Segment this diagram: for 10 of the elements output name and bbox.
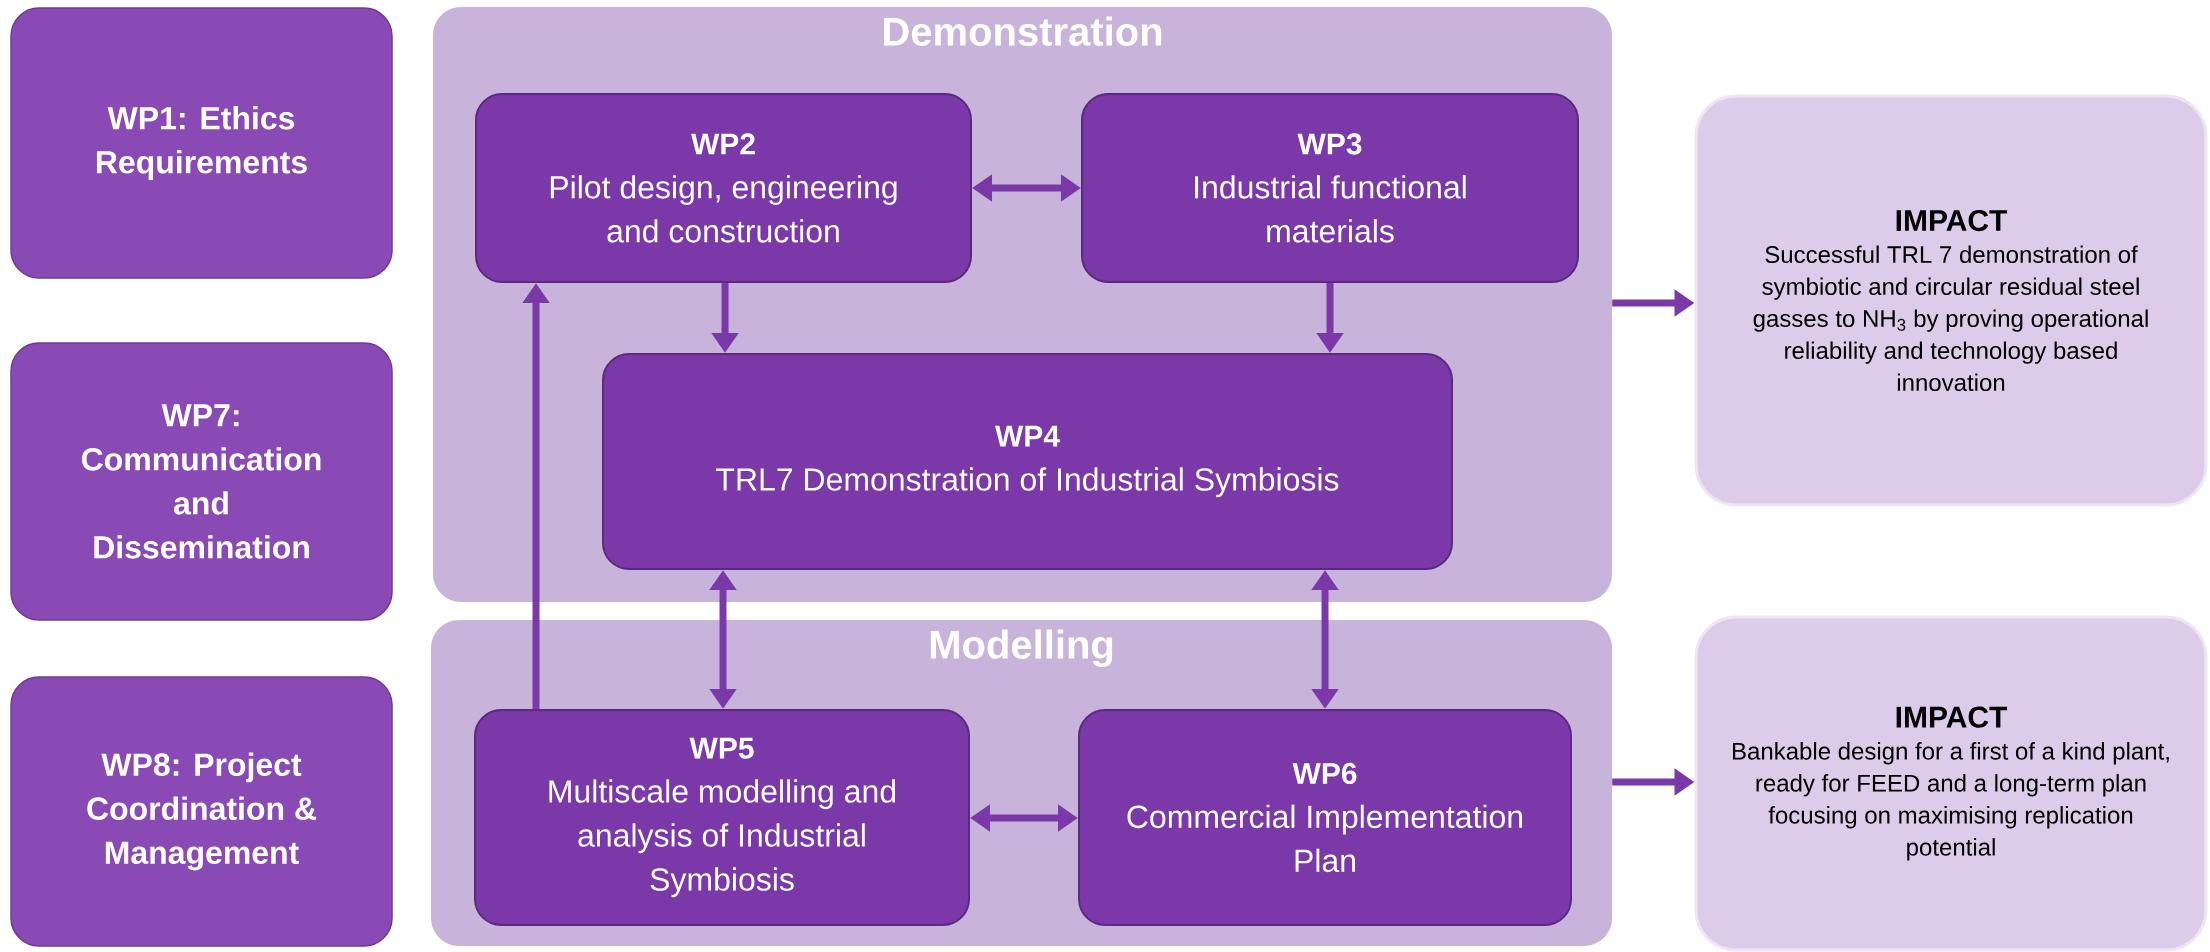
work-package-box: WP3 Industrial functional materials <box>1081 93 1579 283</box>
work-package-box: WP8: Project Coordination & Management <box>10 676 393 947</box>
work-package-box: WP1: Ethics Requirements <box>10 7 393 279</box>
impact-box: IMPACT Bankable design for a first of a kind plant, ready for FEED and a long-term plan focusing on maximising replication potential <box>1694 615 2208 952</box>
impact-box: IMPACT Successful TRL 7 demonstration of symbiotic and circular residual steel gasses to NH$_{3}$ by proving operational reliability and technology based innovation <box>1694 94 2208 507</box>
work-package-box: WP4 TRL7 Demonstration of Industrial Symbiosis <box>602 353 1453 570</box>
work-package-box: WP2 Pilot design, engineering and construction <box>475 93 972 283</box>
work-package-box: WP7: Communication and Dissemination <box>10 342 393 621</box>
work-package-box: WP5 Multiscale modelling and analysis of Industrial Symbiosis <box>474 709 970 926</box>
work-package-box: WP6 Commercial Implementation Plan <box>1078 709 1572 926</box>
